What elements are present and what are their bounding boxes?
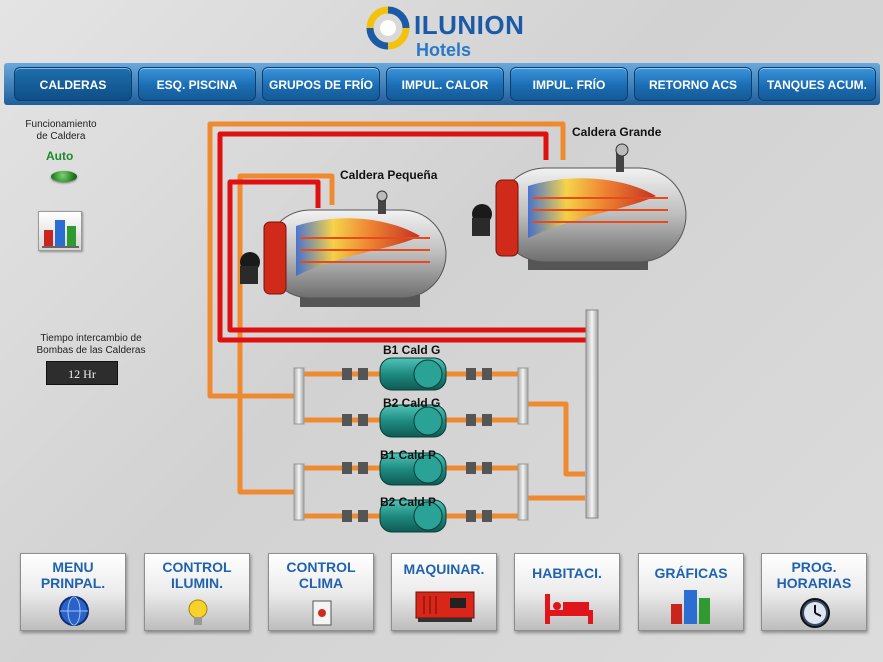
bed-icon bbox=[545, 594, 593, 624]
prog-horarias-button[interactable]: PROG. HORARIAS bbox=[761, 553, 867, 631]
top-navigation-bar: CALDERAS ESQ. PISCINA GRUPOS DE FRÍO IMP… bbox=[4, 63, 880, 105]
habitaci-button[interactable]: HABITACI. bbox=[514, 553, 620, 631]
tab-tanques-acum[interactable]: TANQUES ACUM. bbox=[758, 67, 876, 101]
boiler-mode-value: Auto bbox=[46, 149, 74, 163]
function-label-line1: Funcionamiento bbox=[25, 119, 97, 130]
collector-column bbox=[585, 309, 599, 519]
ilunion-logo-icon bbox=[366, 6, 410, 50]
pump-label-b2-cald-p: B2 Cald P bbox=[380, 495, 437, 509]
control-ilumin-button[interactable]: CONTROL ILUMIN. bbox=[144, 553, 250, 631]
supply-pipes bbox=[217, 131, 588, 343]
globe-icon bbox=[59, 596, 89, 626]
brand-subtitle: Hotels bbox=[416, 40, 472, 60]
thermostat-icon bbox=[312, 600, 332, 626]
small-boiler-label: Caldera Pequeña bbox=[340, 168, 438, 182]
bar-chart-icon bbox=[671, 590, 710, 624]
pump-label-b1-cald-p: B1 Cald P bbox=[380, 448, 437, 462]
pump-b2-cald-g[interactable] bbox=[379, 404, 447, 438]
pump-label-b1-cald-g: B1 Cald G bbox=[383, 343, 441, 357]
small-boiler[interactable] bbox=[240, 190, 447, 307]
exchange-label-line2: Bombas de las Calderas bbox=[36, 345, 146, 356]
tab-grupos-de-frio[interactable]: GRUPOS DE FRÍO bbox=[262, 67, 380, 101]
large-boiler[interactable] bbox=[472, 143, 687, 270]
pump-b2-cald-p[interactable] bbox=[379, 499, 447, 533]
prog-horarias-line1: PROG. bbox=[791, 559, 837, 575]
tab-impul-frio[interactable]: IMPUL. FRÍO bbox=[510, 67, 628, 101]
tab-retorno-acs[interactable]: RETORNO ACS bbox=[634, 67, 752, 101]
exchange-time-label: Tiempo intercambio de Bombas de las Cald… bbox=[16, 333, 166, 357]
prog-horarias-line2: HORARIAS bbox=[776, 575, 852, 591]
graficas-label: GRÁFICAS bbox=[654, 565, 728, 581]
bar-chart-icon bbox=[42, 220, 79, 248]
control-clima-button[interactable]: CONTROL CLIMA bbox=[268, 553, 374, 631]
tab-esq-piscina[interactable]: ESQ. PISCINA bbox=[138, 67, 256, 101]
brand-logo: ILUNION Hotels bbox=[366, 4, 526, 60]
large-boiler-label: Caldera Grande bbox=[572, 125, 662, 139]
control-clima-line1: CONTROL bbox=[286, 559, 356, 575]
brand-name: ILUNION bbox=[414, 10, 525, 40]
control-ilumin-line2: ILUMIN. bbox=[170, 575, 224, 591]
status-indicator-led bbox=[51, 171, 77, 182]
menu-principal-line1: MENU bbox=[52, 559, 94, 575]
exchange-label-line1: Tiempo intercambio de bbox=[40, 333, 142, 344]
maquinar-button[interactable]: MAQUINAR. bbox=[391, 553, 497, 631]
pump-b1-cald-p[interactable] bbox=[379, 452, 447, 486]
menu-principal-line2: PRINPAL. bbox=[40, 575, 106, 591]
control-ilumin-line1: CONTROL bbox=[162, 559, 232, 575]
generator-icon bbox=[415, 591, 475, 622]
control-clima-line2: CLIMA bbox=[298, 575, 344, 591]
habitaci-label: HABITACI. bbox=[532, 565, 602, 581]
tab-impul-calor[interactable]: IMPUL. CALOR bbox=[386, 67, 504, 101]
pump-label-b2-cald-g: B2 Cald G bbox=[383, 396, 441, 410]
lightbulb-icon bbox=[188, 599, 208, 625]
graficas-button[interactable]: GRÁFICAS bbox=[638, 553, 744, 631]
maquinar-label: MAQUINAR. bbox=[403, 561, 485, 577]
chart-button[interactable] bbox=[38, 211, 82, 251]
pump-b1-cald-g[interactable] bbox=[379, 357, 447, 391]
menu-principal-button[interactable]: MENU PRINPAL. bbox=[20, 553, 126, 631]
clock-icon bbox=[800, 598, 830, 628]
tab-calderas[interactable]: CALDERAS bbox=[14, 67, 132, 101]
valves bbox=[342, 368, 492, 522]
function-label-line2: de Caldera bbox=[36, 131, 86, 142]
function-label: Funcionamiento de Caldera bbox=[14, 119, 108, 143]
exchange-time-input[interactable]: 12 Hr bbox=[46, 361, 118, 385]
